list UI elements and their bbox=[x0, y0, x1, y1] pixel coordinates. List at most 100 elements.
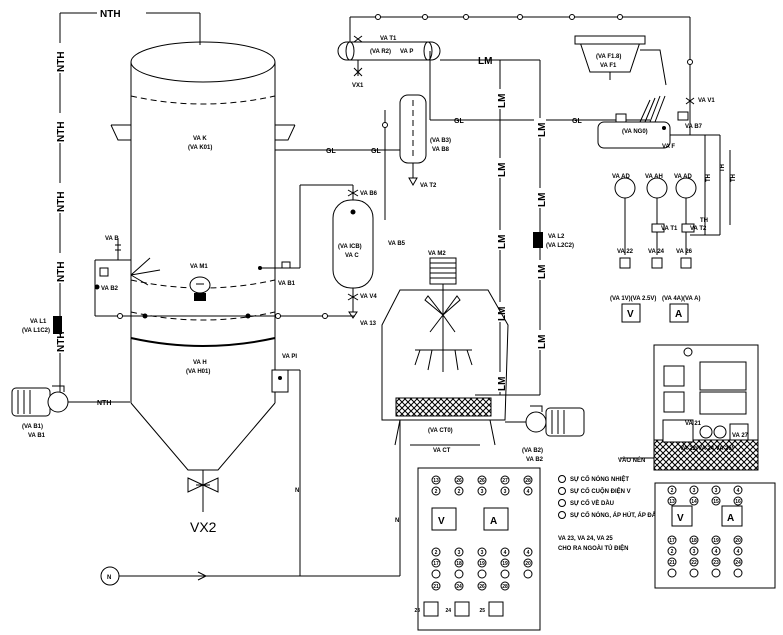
svg-text:LM: LM bbox=[497, 235, 508, 249]
svg-text:LM: LM bbox=[497, 163, 508, 177]
legend-item-3: SỰ CỐ VỀ DẦU bbox=[570, 500, 614, 507]
va-b7-label: VA B7 bbox=[685, 124, 703, 130]
svg-text:LM: LM bbox=[537, 193, 548, 207]
va-b8-label: VA B8 bbox=[432, 147, 450, 153]
svg-text:18: 18 bbox=[456, 561, 462, 567]
th-label-1: TH bbox=[706, 174, 712, 182]
cooling-tower-label: VA CT bbox=[433, 448, 451, 454]
panel1-lamp-f-0: 21 bbox=[431, 581, 441, 591]
va-row-label: VA 22(VA 24 VA 26) bbox=[680, 446, 734, 452]
panel1-lamp-d-1: 18 bbox=[454, 558, 464, 568]
pump-1-icon[interactable] bbox=[11, 385, 95, 417]
svg-text:17: 17 bbox=[433, 561, 439, 567]
nth-label-vertical-2: NTH bbox=[50, 113, 70, 143]
pump-2-label: VA B2 bbox=[526, 457, 544, 463]
pump-2-code: (VA B2) bbox=[522, 448, 543, 454]
panel1-lamp-e-1 bbox=[454, 569, 464, 579]
panel2-v-label: V bbox=[677, 513, 684, 524]
panel1-lamp-b-2: 3 bbox=[477, 486, 487, 496]
va-13-label: VA 13 bbox=[360, 321, 377, 327]
svg-text:19: 19 bbox=[479, 561, 485, 567]
svg-text:LM: LM bbox=[497, 307, 508, 321]
legend-item-1: SỰ CỐ NÓNG NHIỆT bbox=[570, 475, 629, 483]
svg-text:23: 23 bbox=[713, 560, 719, 566]
gl-label-1: GL bbox=[326, 148, 336, 155]
pump-1-label: VA B1 bbox=[28, 433, 46, 439]
svg-text:3: 3 bbox=[458, 550, 461, 556]
n-label-1: N bbox=[295, 488, 299, 494]
svg-text:4: 4 bbox=[527, 489, 530, 495]
svg-text:4: 4 bbox=[737, 549, 740, 555]
svg-text:21: 21 bbox=[433, 584, 439, 590]
va-l1-label: VA L1 bbox=[30, 319, 47, 325]
panel1-lamp-a-4: 28 bbox=[523, 475, 533, 485]
pump-1-code: (VA B1) bbox=[22, 424, 43, 430]
panel2-lamp-d-3: 4 bbox=[733, 546, 743, 556]
nth-label-vertical-1: NTH bbox=[50, 43, 70, 73]
outlet-valve-label: VX2 bbox=[190, 519, 217, 535]
nth-label-vertical-5: NTH bbox=[50, 331, 70, 353]
svg-text:LM: LM bbox=[497, 94, 508, 108]
vessel-va-c bbox=[299, 184, 374, 319]
oil-separator bbox=[384, 94, 427, 220]
svg-text:2: 2 bbox=[671, 549, 674, 555]
panel1-lamp-d-3: 19 bbox=[500, 558, 510, 568]
svg-text:3: 3 bbox=[504, 489, 507, 495]
va-l2-label: VA L2 bbox=[548, 234, 565, 240]
nth-piping bbox=[59, 12, 201, 410]
svg-text:22: 22 bbox=[691, 560, 697, 566]
svg-text:3: 3 bbox=[481, 550, 484, 556]
va-b6-label: VA B6 bbox=[360, 191, 378, 197]
panel1-lamp-e-2 bbox=[477, 569, 487, 579]
svg-text:24: 24 bbox=[735, 560, 741, 566]
svg-text:4: 4 bbox=[737, 488, 740, 494]
sensor-label: VA PI bbox=[282, 354, 297, 360]
panel2-lamp-e-3: 24 bbox=[733, 557, 743, 567]
v-meter-label: V bbox=[627, 309, 634, 320]
outlet-valve-icon[interactable] bbox=[187, 477, 219, 493]
panel1-lamp-e-3 bbox=[500, 569, 510, 579]
svg-text:14: 14 bbox=[691, 499, 697, 505]
svg-text:15: 15 bbox=[713, 499, 719, 505]
va-ng-label: (VA NG0) bbox=[622, 129, 648, 135]
panel2-lamp-a-3: 4 bbox=[733, 485, 743, 495]
va-t1-label: VA T1 bbox=[380, 36, 397, 42]
va-l2-code: (VA L2C2) bbox=[546, 243, 574, 249]
gl-label-2: GL bbox=[371, 148, 381, 155]
panel1-lamp-c-1: 3 bbox=[454, 547, 464, 557]
svg-text:2: 2 bbox=[671, 488, 674, 494]
panel1-lamp-c-2: 3 bbox=[477, 547, 487, 557]
panel1-lamp-b-3: 3 bbox=[500, 486, 510, 496]
compressor bbox=[597, 95, 720, 149]
receiver-vessel bbox=[337, 35, 441, 120]
svg-text:19: 19 bbox=[713, 538, 719, 544]
pump-2-icon[interactable] bbox=[505, 405, 585, 437]
svg-text:19: 19 bbox=[502, 561, 508, 567]
svg-text:27: 27 bbox=[502, 478, 508, 484]
legend-note-2: CHO RA NGOÀI TỦ ĐIỆN bbox=[558, 544, 628, 552]
th-label-3: TH bbox=[731, 174, 737, 182]
va-c-code: (VA ICB) bbox=[338, 244, 362, 250]
vx1-label: VX1 bbox=[352, 83, 364, 89]
svg-text:20: 20 bbox=[735, 538, 741, 544]
va-f-label: VA F bbox=[662, 144, 675, 150]
top-loop-line bbox=[349, 14, 693, 110]
panel1-v-label: V bbox=[438, 516, 445, 527]
panel2-lamp-b-3: 16 bbox=[733, 496, 743, 506]
cooling-tower bbox=[381, 257, 509, 446]
legend bbox=[558, 475, 566, 519]
panel1-lamp-f-2: 26 bbox=[477, 581, 487, 591]
panel2-lamp-b-1: 14 bbox=[689, 496, 699, 506]
panel2-lamp-e-0: 21 bbox=[667, 557, 677, 567]
panel1-lamp-c-0: 2 bbox=[431, 547, 441, 557]
tank-top-code: (VA K01) bbox=[188, 145, 212, 151]
va-m2-label: VA M2 bbox=[428, 251, 446, 257]
svg-text:13: 13 bbox=[433, 478, 439, 484]
panel2-lamp-a-2: 3 bbox=[711, 485, 721, 495]
float-switch-icon bbox=[95, 238, 161, 286]
a-meter-caption: (VA 4A)(VA A) bbox=[662, 296, 700, 302]
svg-text:LM: LM bbox=[537, 335, 548, 349]
oil-bottle bbox=[574, 35, 646, 80]
svg-text:4: 4 bbox=[715, 549, 718, 555]
